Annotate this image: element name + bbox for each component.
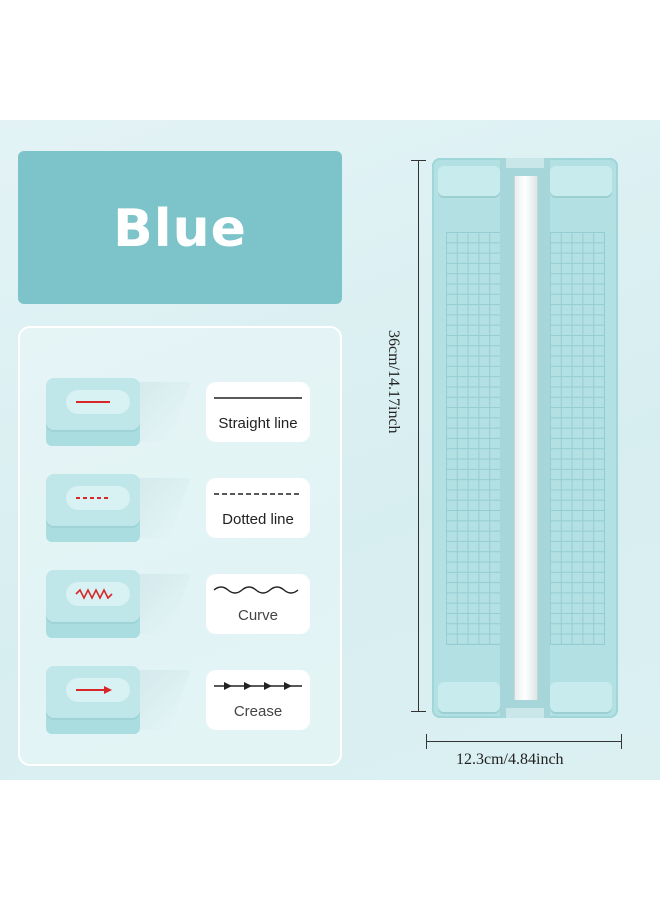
- width-label: 12.3cm/4.84inch: [456, 751, 564, 768]
- cutting-rail: [500, 158, 550, 718]
- blade-mode-panel: Straight line Dotted line: [18, 326, 342, 766]
- blade-mode-dotted: Dotted line: [20, 468, 344, 558]
- blade-head: [46, 570, 140, 622]
- color-name: Blue: [113, 199, 247, 259]
- blade-label: Straight line: [218, 415, 298, 432]
- blade-mode-straight: Straight line: [20, 372, 344, 462]
- color-banner: Blue: [18, 151, 342, 304]
- blade-head: [46, 378, 140, 430]
- length-dimension-line: [418, 160, 419, 712]
- blade-label: Curve: [237, 607, 278, 624]
- width-dimension-line: [426, 741, 622, 742]
- blade-label-card: Dotted line: [206, 478, 310, 538]
- paper-trimmer: [432, 158, 618, 718]
- blade-head: [46, 474, 140, 526]
- blade-head: [46, 666, 140, 718]
- blade-label-card: Straight line: [206, 382, 310, 442]
- blade-label-card: Crease: [206, 670, 310, 730]
- length-label: 36cm/14.17inch: [385, 330, 402, 434]
- straight-line-sample: [214, 397, 302, 399]
- corner-guide: [438, 682, 500, 712]
- dotted-line-sample: [214, 493, 302, 495]
- curve-line-sample: [213, 586, 299, 594]
- straight-line-icon: [76, 401, 110, 403]
- blade-label: Crease: [233, 703, 283, 720]
- slide-track: [514, 176, 538, 700]
- blade-mode-curve: Curve: [20, 564, 344, 654]
- dotted-line-icon: [76, 497, 110, 499]
- blade-label: Dotted line: [222, 511, 294, 528]
- corner-guide: [550, 682, 612, 712]
- blade-label-card: Curve: [206, 574, 310, 634]
- corner-guide: [550, 166, 612, 196]
- crease-line-sample: [214, 682, 302, 690]
- wave-line-icon: [75, 588, 113, 600]
- arrow-line-icon: [76, 686, 112, 694]
- measurement-grid-left: [446, 232, 501, 645]
- blade-mode-crease: Crease: [20, 660, 344, 750]
- measurement-grid-right: [550, 232, 605, 645]
- corner-guide: [438, 166, 500, 196]
